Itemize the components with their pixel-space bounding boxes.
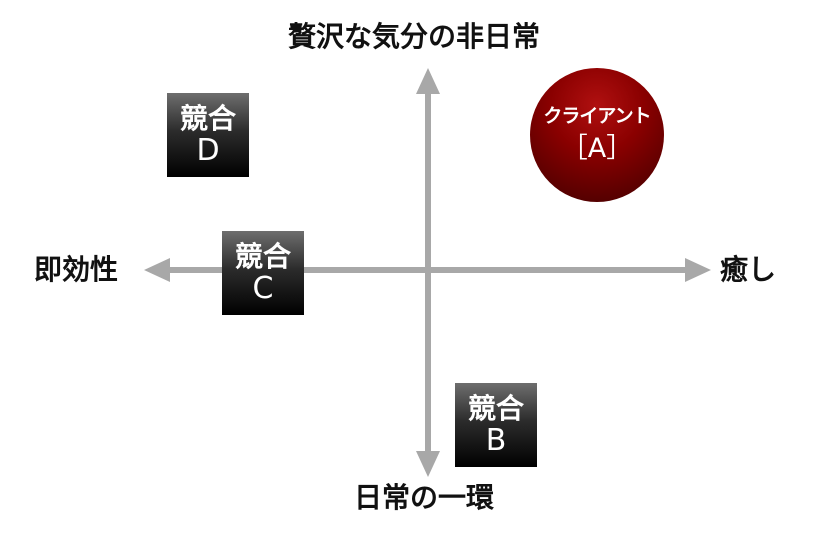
- competitor-d-box: 競合 D: [167, 93, 249, 177]
- arrow-up-icon: [416, 68, 440, 94]
- axis-label-top: 贅沢な気分の非日常: [287, 20, 540, 53]
- competitor-d-label: 競合: [179, 101, 236, 135]
- client-a-circle: クライアント ［A］: [530, 68, 664, 202]
- competitor-d-letter: D: [196, 132, 220, 168]
- horizontal-axis-line: [165, 267, 691, 273]
- competitor-b-letter: B: [485, 422, 507, 458]
- axis-label-right: 癒し: [720, 253, 777, 286]
- axis-label-bottom: 日常の一環: [353, 481, 494, 514]
- competitor-c-letter: C: [252, 270, 274, 306]
- arrow-down-icon: [416, 451, 440, 477]
- competitor-b-label: 競合: [467, 391, 524, 425]
- axis-label-left: 即効性: [34, 253, 119, 286]
- arrow-right-icon: [685, 258, 711, 282]
- competitor-b-box: 競合 B: [455, 383, 537, 467]
- client-label: クライアント: [543, 105, 651, 128]
- competitor-c-label: 競合: [234, 239, 291, 273]
- arrow-left-icon: [144, 258, 170, 282]
- client-tag: ［A］: [560, 133, 634, 165]
- competitor-c-box: 競合 C: [222, 231, 304, 315]
